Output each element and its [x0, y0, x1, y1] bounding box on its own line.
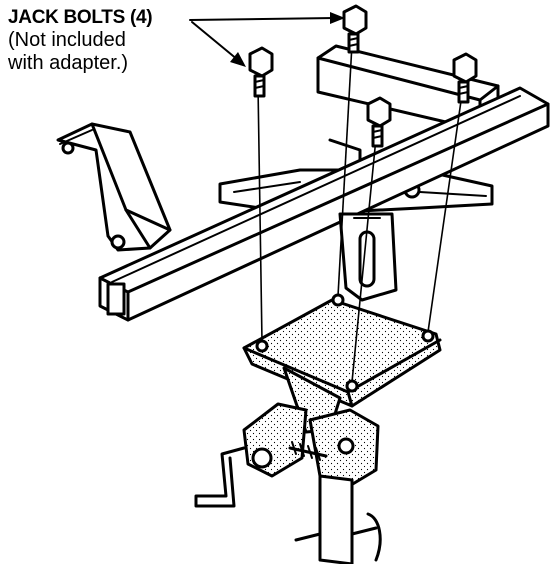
jack-bolts-callout: JACK BOLTS (4) (Not included with adapte…: [8, 6, 153, 75]
callout-note-line-1: (Not included: [8, 29, 126, 51]
bolt-alignment-lines: [257, 43, 463, 383]
jack-icon: [242, 366, 382, 564]
callout-arrows: [189, 12, 345, 67]
tow-bar-frame-icon: [56, 122, 172, 252]
jack-crank-handle-icon: [194, 446, 246, 508]
jack-bolt-icon: [248, 46, 274, 98]
callout-title: JACK BOLTS (4): [8, 7, 153, 28]
main-square-tube: [98, 86, 550, 322]
jack-bolt-icon: [366, 96, 392, 148]
jack-bolt-icon: [452, 52, 478, 104]
callout-note-line-2: with adapter.): [8, 52, 129, 74]
jack-bolt-icon: [342, 4, 368, 54]
adapter-plate-icon: [242, 293, 442, 408]
